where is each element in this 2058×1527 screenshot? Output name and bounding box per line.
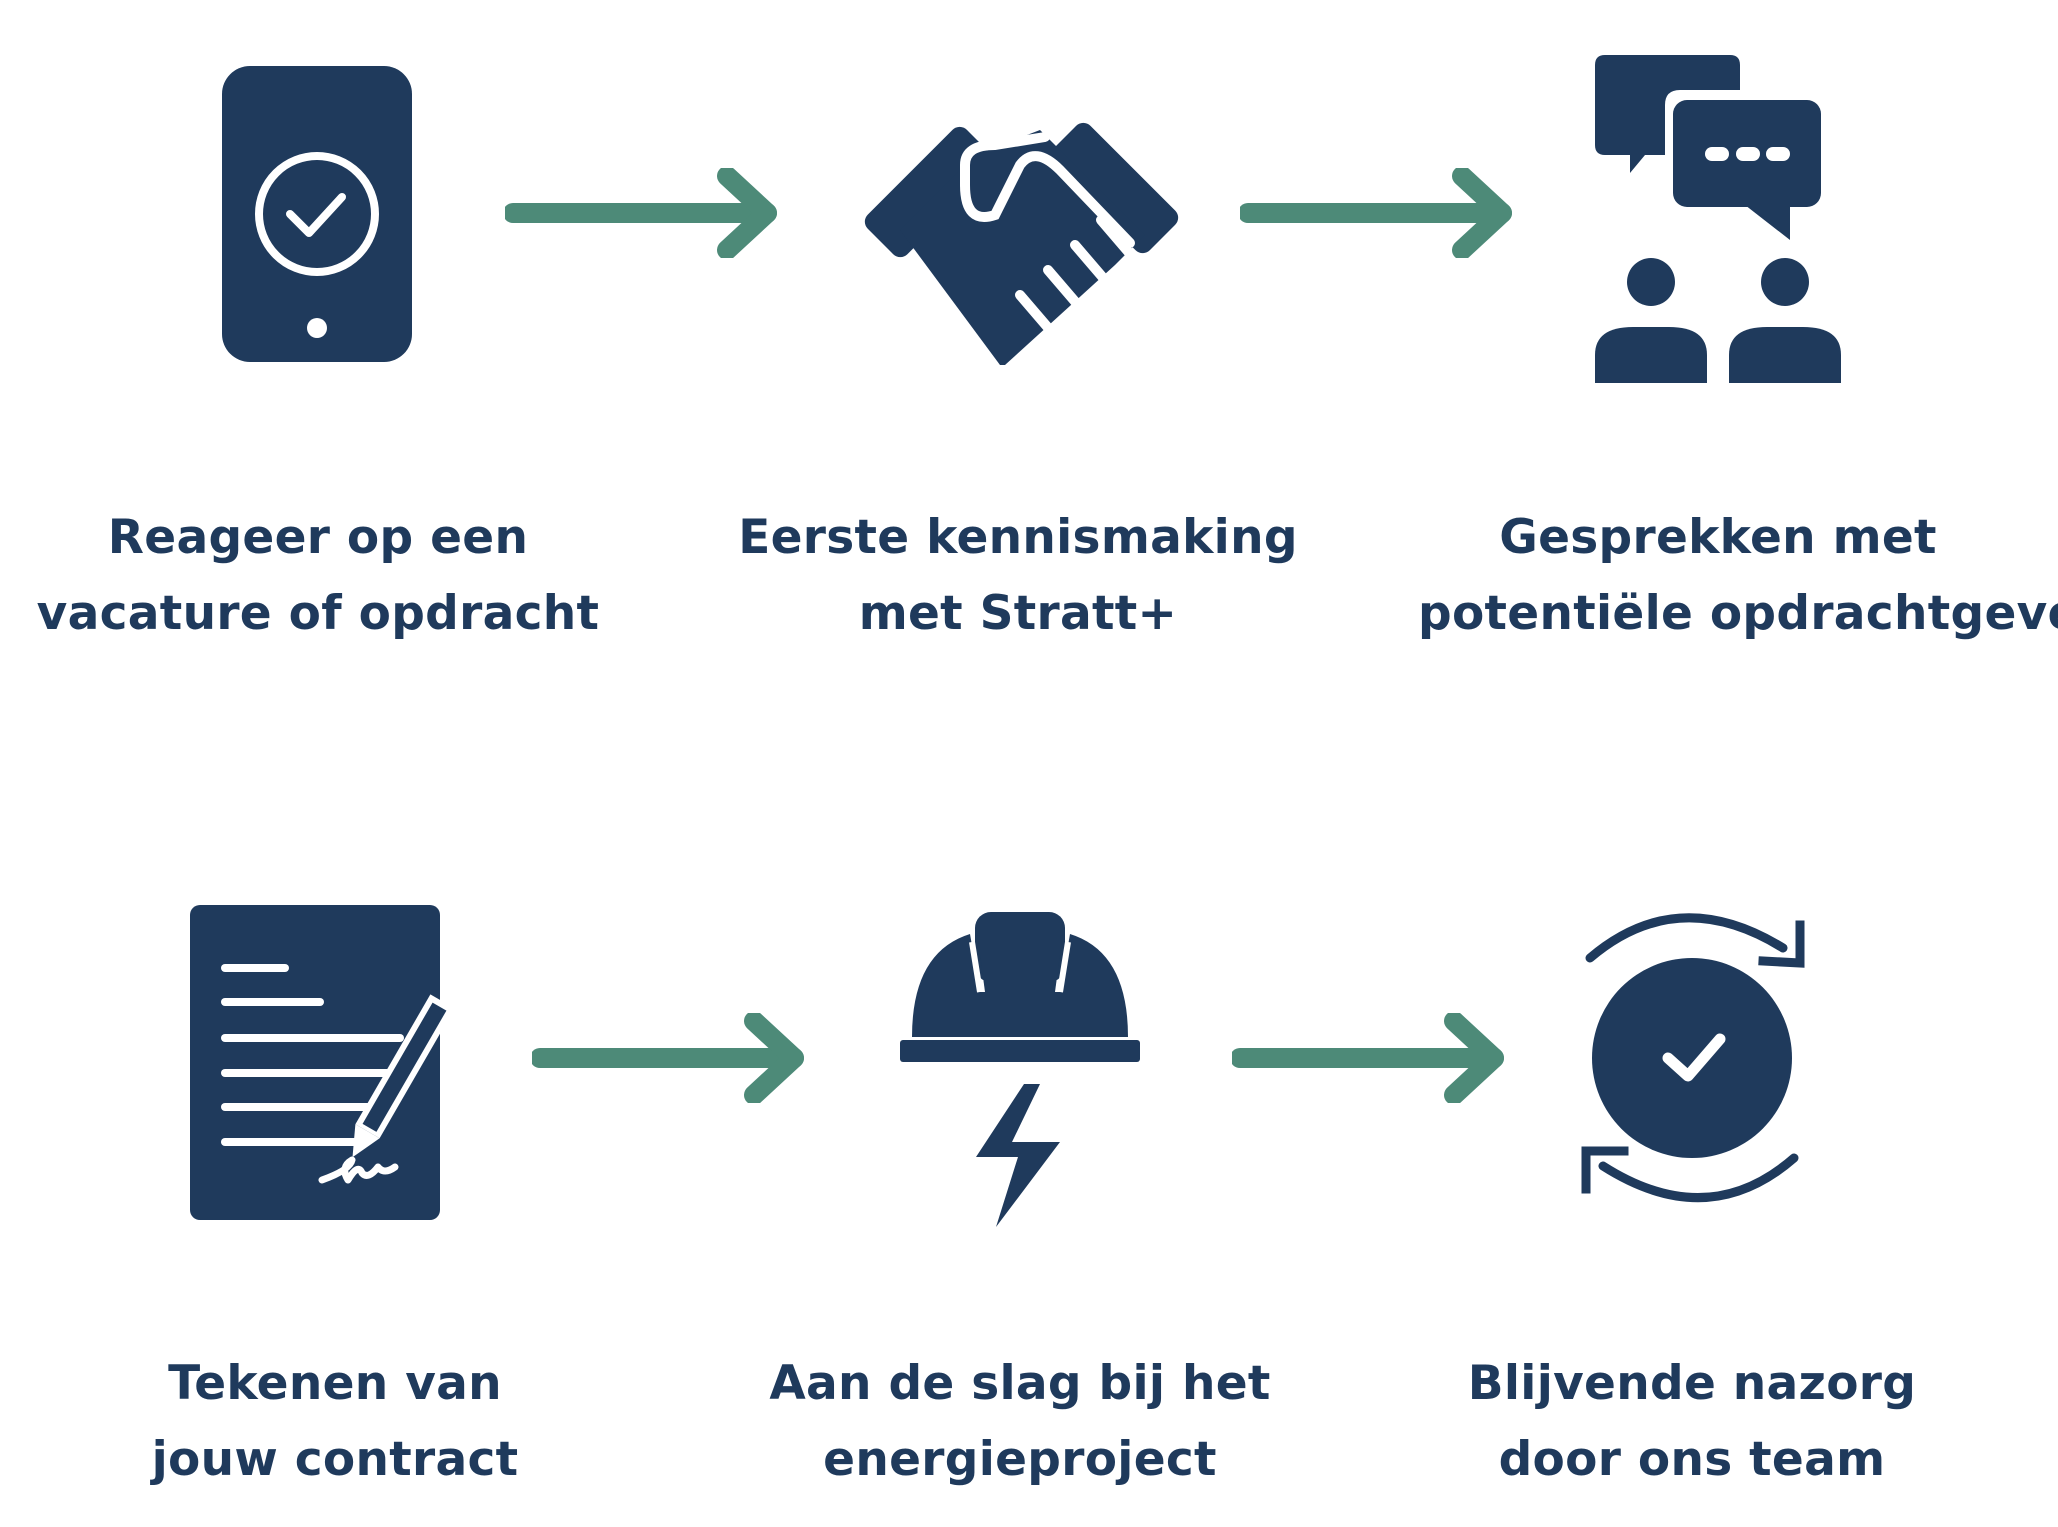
step-1-label: Reageer op een vacature of opdracht <box>18 500 618 652</box>
step-4-label: Tekenen van jouw contract <box>35 1346 635 1498</box>
step-2-line-1: Eerste kennismaking <box>738 510 1298 565</box>
step-4-line-1: Tekenen van <box>168 1356 502 1411</box>
step-6-label: Blijvende nazorg door ons team <box>1392 1346 1992 1498</box>
arrow-right-icon <box>1232 1013 1504 1103</box>
step-6-line-1: Blijvende nazorg <box>1467 1356 1917 1411</box>
hard-hat-energy-icon <box>900 912 1140 1227</box>
step-5-line-2: energieproject <box>823 1432 1217 1487</box>
conversation-icon <box>1595 55 1841 383</box>
step-5-line-1: Aan de slag bij het <box>769 1356 1271 1411</box>
step-6-line-2: door ons team <box>1498 1432 1886 1487</box>
step-4-line-2: jouw contract <box>151 1432 519 1487</box>
step-5-label: Aan de slag bij het energieproject <box>720 1346 1320 1498</box>
contract-signing-icon <box>190 905 459 1220</box>
arrow-right-icon <box>505 168 777 258</box>
step-3-line-1: Gesprekken met <box>1499 510 1937 565</box>
handshake-icon <box>864 122 1179 365</box>
smartphone-check-icon <box>222 66 412 362</box>
arrow-right-icon <box>532 1013 804 1103</box>
arrow-right-icon <box>1240 168 1512 258</box>
step-3-label: Gesprekken met potentiële opdrachtgever <box>1418 500 2058 652</box>
step-3-line-2: potentiële opdrachtgever <box>1418 586 2058 641</box>
step-1-line-1: Reageer op een <box>107 510 529 565</box>
cycle-check-icon <box>1581 913 1805 1203</box>
step-2-line-2: met Stratt+ <box>858 586 1178 641</box>
step-1-line-2: vacature of opdracht <box>36 586 600 641</box>
step-2-label: Eerste kennismaking met Stratt+ <box>718 500 1318 652</box>
